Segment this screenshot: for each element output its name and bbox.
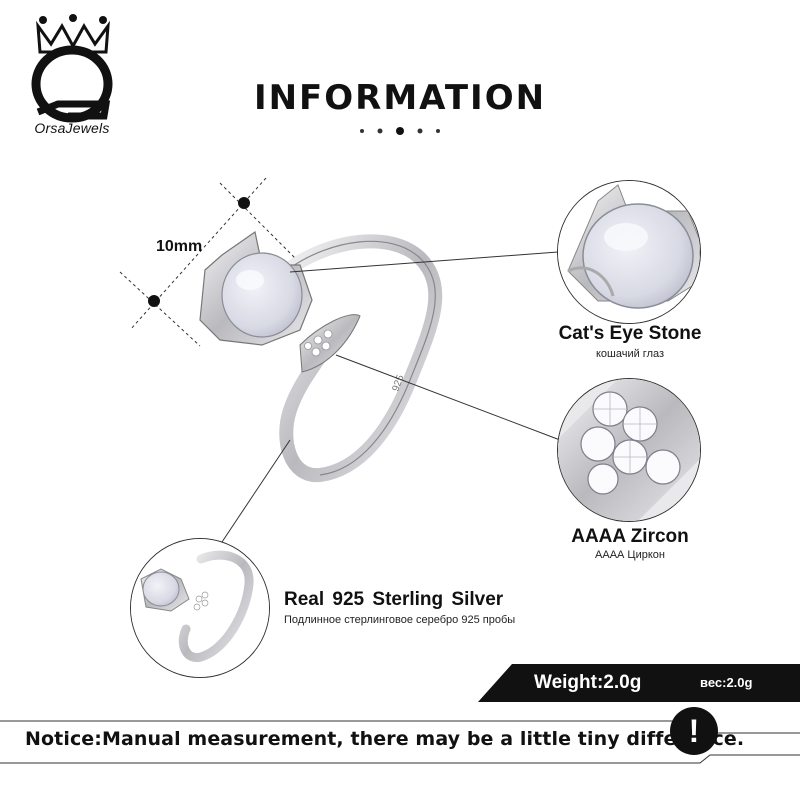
zircon-detail-circle xyxy=(557,378,701,522)
connector-stone xyxy=(289,251,559,273)
silver-detail-circle xyxy=(130,538,270,678)
fox-head xyxy=(199,230,313,346)
zircon-subtitle: АААА Циркон xyxy=(595,549,665,561)
dimension-label: 10mm xyxy=(156,238,203,255)
silver-title: Real 925 Sterling Silver xyxy=(284,589,504,610)
weight-label-russian: вес:2.0g xyxy=(700,675,753,690)
notice-text: Notice:Manual measurement, there may be … xyxy=(25,728,745,750)
title-divider-dots xyxy=(360,127,440,135)
stone-subtitle: кошачий глаз xyxy=(595,348,665,360)
silver-subtitle: Подлинное стерлинговое серебро 925 пробы xyxy=(284,614,516,626)
logo-tail xyxy=(36,100,111,120)
connector-zircon xyxy=(335,354,561,441)
fox-tail xyxy=(299,314,361,373)
zircon-title: AAAA Zircon xyxy=(571,526,689,547)
stone-title: Cat's Eye Stone xyxy=(558,323,702,344)
page-title: INFORMATION xyxy=(253,78,547,118)
stone-detail-circle xyxy=(557,180,701,324)
connector-silver xyxy=(221,439,291,543)
exclamation-icon: ! xyxy=(670,707,718,755)
weight-label: Weight:2.0g xyxy=(534,672,642,693)
brand-logo xyxy=(31,14,113,123)
weight-bar: Weight:2.0g вес:2.0g xyxy=(478,664,800,702)
ring-engraving: 925 xyxy=(390,373,406,393)
brand-name: OrsaJewels xyxy=(34,120,110,136)
weight-bar-background xyxy=(478,664,800,702)
cats-eye-stone xyxy=(221,252,303,338)
ring-band xyxy=(279,234,443,483)
